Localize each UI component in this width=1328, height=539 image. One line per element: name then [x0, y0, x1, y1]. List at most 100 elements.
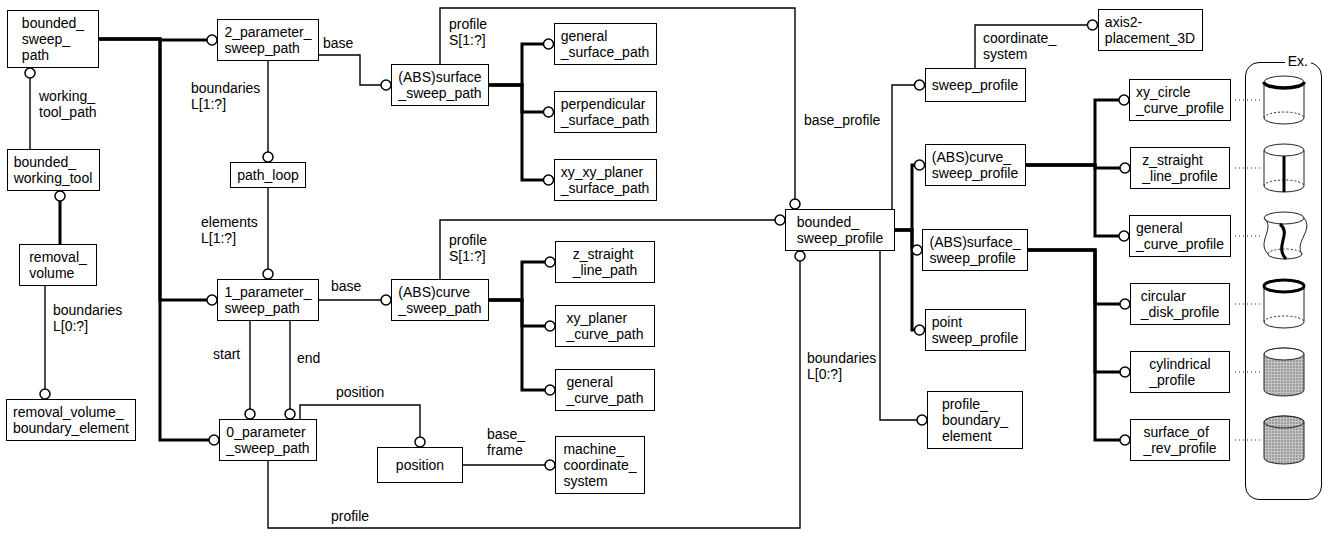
relationship-circle [381, 295, 391, 305]
text-holder: general _surface_path [561, 28, 650, 60]
relationship-circle [795, 251, 805, 261]
edge-label: base [322, 35, 354, 51]
entity-box: machine_ coordinate_ system [555, 436, 645, 494]
edge-label: position [335, 384, 385, 400]
text-holder: general _curve_profile [1136, 220, 1224, 252]
entity-name: z_straight _line_path [573, 246, 638, 278]
entity-box: cylindrical _profile [1130, 351, 1230, 393]
entity-name: removal_volume_ boundary_element [13, 404, 129, 436]
entity-name: perpendicular _surface_path [561, 96, 650, 128]
text-holder: (ABS)curve_ sweep_profile [932, 149, 1018, 181]
entity-name: (ABS)curve _sweep_path [398, 284, 481, 316]
text-holder: surface_of _rev_profile [1143, 424, 1216, 456]
relationship-circle [545, 321, 555, 331]
leader-lines [1235, 100, 1261, 440]
text-holder: general _curve_path [566, 374, 643, 406]
edge-label: base_ frame [486, 426, 526, 458]
entity-box: (ABS)surface_ sweep_profile [922, 229, 1028, 271]
general-curve-icon [1264, 212, 1307, 259]
text-holder: (ABS)surface_ sweep_profile [929, 234, 1020, 266]
entity-box: bounded_ sweep_profile [785, 209, 895, 251]
subtype-line [99, 39, 207, 300]
entity-box: z_straight _line_path [555, 241, 655, 283]
relationship-circle [1120, 299, 1130, 309]
entity-box: perpendicular _surface_path [554, 91, 657, 133]
entity-name: xy_xy_planer _surface_path [561, 164, 650, 196]
relationship-circle [1119, 231, 1129, 241]
attribute-line [319, 55, 381, 85]
text-holder: z_straight _line_path [573, 246, 638, 278]
subtype-line [895, 165, 915, 230]
subtype-line [489, 300, 545, 326]
attribute-line [440, 220, 775, 279]
entity-box: axis2- placement_3D [1098, 9, 1203, 51]
attribute-line [880, 251, 917, 420]
subtype-line [489, 85, 544, 112]
subtype-line [1026, 100, 1120, 165]
relationship-circle [544, 39, 554, 49]
relationship-circle [915, 325, 925, 335]
relationship-circle [263, 269, 273, 279]
entity-name: surface_of _rev_profile [1143, 424, 1216, 456]
entity-name: xy_circle _curve_profile [1136, 84, 1224, 116]
edge-label: boundaries L[0:?] [806, 350, 877, 382]
relationship-circle [775, 215, 785, 225]
entity-box: surface_of _rev_profile [1130, 419, 1230, 461]
text-holder: Ex. [1285, 53, 1311, 69]
entity-box: general _curve_profile [1129, 215, 1231, 257]
text-holder: cylindrical _profile [1149, 356, 1210, 388]
entity-box: 2_parameter_ sweep_path [217, 19, 319, 61]
edge-label: profile [330, 508, 370, 524]
entity-box: (ABS)surface _sweep_path [391, 64, 489, 106]
relationship-circle [1088, 20, 1098, 30]
edge-label: boundaries L[0:?] [52, 302, 123, 334]
entity-name: position [396, 457, 444, 473]
entity-box: general _curve_path [555, 369, 655, 411]
relationship-circle [545, 385, 555, 395]
entity-box: 0_parameter _sweep_path [219, 419, 317, 461]
entity-box: bounded_ working_tool [7, 149, 100, 191]
entity-name: path_loop [237, 167, 299, 183]
edge-label: elements L[1:?] [200, 214, 259, 246]
relationship-circle [915, 160, 925, 170]
entity-name: z_straight _line_profile [1142, 152, 1218, 184]
text-holder: profile_ boundary_ element [942, 396, 1008, 444]
attribute-line [268, 261, 800, 528]
relationship-circle [381, 80, 391, 90]
subtype-line [1028, 250, 1120, 440]
relationship-circle [40, 389, 50, 399]
entity-name: bounded_ working_tool [14, 154, 93, 186]
edge-label: working_ tool_path [38, 88, 98, 120]
attribute-line [44, 286, 45, 389]
text-holder: circular _disk_profile [1141, 288, 1220, 320]
attribute-line [319, 299, 381, 300]
text-holder: (ABS)surface _sweep_path [398, 69, 481, 101]
edge-label: profile S[1:?] [448, 232, 488, 264]
edge-label: coordinate_ system [982, 30, 1057, 62]
relationship-circle [1119, 95, 1129, 105]
entity-name: cylindrical _profile [1149, 356, 1210, 388]
subtype-line [895, 230, 915, 330]
entity-box: xy_circle _curve_profile [1129, 79, 1231, 121]
entity-name: circular _disk_profile [1141, 288, 1220, 320]
edge-label: profile S[1:?] [448, 16, 488, 48]
entity-box: sweep_profile [925, 68, 1026, 102]
entity-name: 0_parameter _sweep_path [226, 424, 309, 456]
entity-name: removal_ volume [29, 249, 87, 281]
relationship-circle [207, 295, 217, 305]
entity-box: (ABS)curve _sweep_path [391, 279, 489, 321]
text-holder: 1_parameter_ sweep_path [224, 284, 311, 316]
text-holder: 0_parameter _sweep_path [226, 424, 309, 456]
relationship-circle [544, 107, 554, 117]
entity-name: (ABS)curve_ sweep_profile [932, 149, 1018, 181]
entity-box: removal_volume_ boundary_element [6, 399, 136, 441]
subtype-line [489, 300, 545, 390]
attribute-line [440, 8, 795, 199]
example-panel: Ex. [1245, 62, 1322, 500]
text-holder: sweep_profile [932, 77, 1018, 93]
text-holder: xy_xy_planer _surface_path [561, 164, 650, 196]
edge-label: base_profile [803, 112, 881, 128]
edge-label: start [212, 346, 241, 362]
attribute-line [249, 321, 250, 409]
